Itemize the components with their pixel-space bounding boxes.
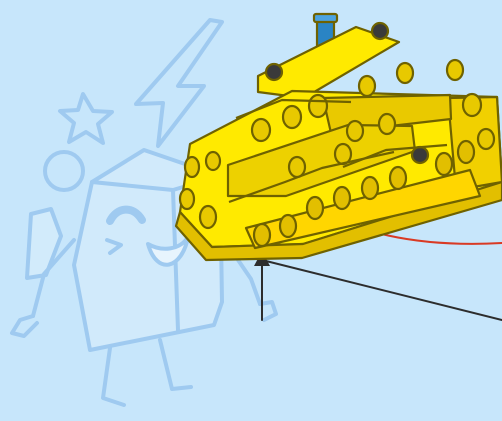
beam-hole	[252, 119, 270, 141]
lower-beam-hole	[334, 187, 350, 209]
dark-connector-left	[266, 64, 282, 80]
lower-beam-hole	[362, 177, 378, 199]
beam-hole	[185, 157, 199, 177]
beam-hole	[289, 157, 305, 177]
beam-hole	[478, 129, 494, 149]
lower-beam-hole	[280, 215, 296, 237]
beam-hole	[397, 63, 413, 83]
beam-hole	[206, 152, 220, 170]
dark-connector-right	[372, 23, 388, 39]
beam-hole	[359, 76, 375, 96]
beam-hole	[180, 189, 194, 209]
dark-connector-lower	[412, 147, 428, 163]
beam-hole	[447, 60, 463, 80]
blue-axle-top	[314, 14, 337, 22]
lower-beam-hole	[436, 153, 452, 175]
beam-hole	[347, 121, 363, 141]
lower-beam-hole	[307, 197, 323, 219]
lower-beam-hole	[390, 167, 406, 189]
lower-beam-hole	[458, 141, 474, 163]
beam-hole	[309, 95, 327, 117]
beam-hole	[379, 114, 395, 134]
beam-hole	[283, 106, 301, 128]
beam-hole	[463, 94, 481, 116]
lower-beam-hole	[254, 224, 270, 246]
beam-hole	[200, 206, 216, 228]
